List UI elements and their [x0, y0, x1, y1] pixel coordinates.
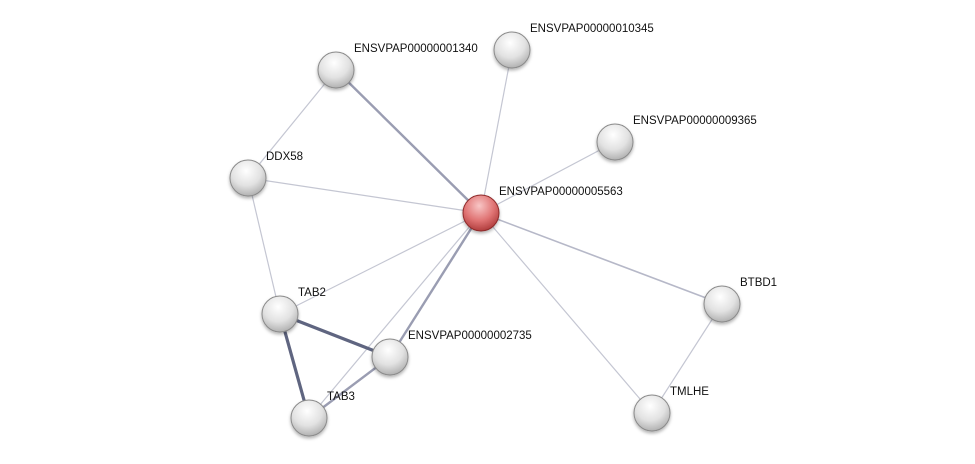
- protein-node[interactable]: [633, 394, 671, 432]
- edge-n1340-ddx58[interactable]: [247, 69, 337, 179]
- edge-n5563-tmlhe[interactable]: [480, 212, 653, 414]
- node-n5563[interactable]: ENSVPAP00000005563: [462, 186, 623, 232]
- node-n10345[interactable]: ENSVPAP00000010345: [493, 23, 654, 69]
- node-label: BTBD1: [740, 277, 777, 289]
- edge-n5563-tab3[interactable]: [308, 212, 482, 419]
- node-n9365[interactable]: ENSVPAP00000009365: [596, 115, 757, 161]
- node-label: DDX58: [266, 151, 303, 163]
- edge-n10345-n5563[interactable]: [480, 49, 513, 214]
- protein-node[interactable]: [290, 399, 328, 437]
- edge-btbd1-tmlhe[interactable]: [651, 303, 723, 414]
- node-label: TAB3: [327, 391, 355, 403]
- edge-tab2-n2735[interactable]: [279, 312, 391, 359]
- node-label: ENSVPAP00000002735: [408, 330, 532, 342]
- query-protein-node[interactable]: [462, 194, 500, 232]
- node-label: ENSVPAP00000009365: [633, 115, 757, 127]
- protein-node[interactable]: [229, 159, 267, 197]
- protein-node[interactable]: [261, 295, 299, 333]
- protein-node[interactable]: [596, 123, 634, 161]
- node-label: ENSVPAP00000001340: [354, 43, 478, 55]
- edge-ddx58-n5563[interactable]: [247, 177, 482, 214]
- node-n2735[interactable]: ENSVPAP00000002735: [371, 330, 532, 376]
- node-label: ENSVPAP00000005563: [499, 186, 623, 198]
- protein-node[interactable]: [493, 31, 531, 69]
- node-n1340[interactable]: ENSVPAP00000001340: [317, 43, 478, 89]
- protein-node[interactable]: [371, 338, 409, 376]
- node-label: TAB2: [298, 287, 326, 299]
- edge-n9365-n5563[interactable]: [480, 141, 616, 214]
- protein-node[interactable]: [703, 285, 741, 323]
- edge-n5563-btbd1[interactable]: [480, 212, 723, 305]
- protein-node[interactable]: [317, 51, 355, 89]
- node-tmlhe[interactable]: TMLHE: [633, 386, 709, 432]
- node-label: TMLHE: [670, 386, 709, 398]
- node-btbd1[interactable]: BTBD1: [703, 277, 777, 323]
- node-tab3[interactable]: TAB3: [290, 391, 355, 437]
- edge-n5563-n2735[interactable]: [388, 212, 483, 358]
- node-ddx58[interactable]: DDX58: [229, 151, 303, 197]
- edge-n1340-n5563[interactable]: [335, 69, 482, 214]
- edge-ddx58-tab2[interactable]: [247, 177, 281, 315]
- node-tab2[interactable]: TAB2: [261, 287, 326, 333]
- node-label: ENSVPAP00000010345: [530, 23, 654, 35]
- edge-n5563-tab2[interactable]: [279, 212, 482, 315]
